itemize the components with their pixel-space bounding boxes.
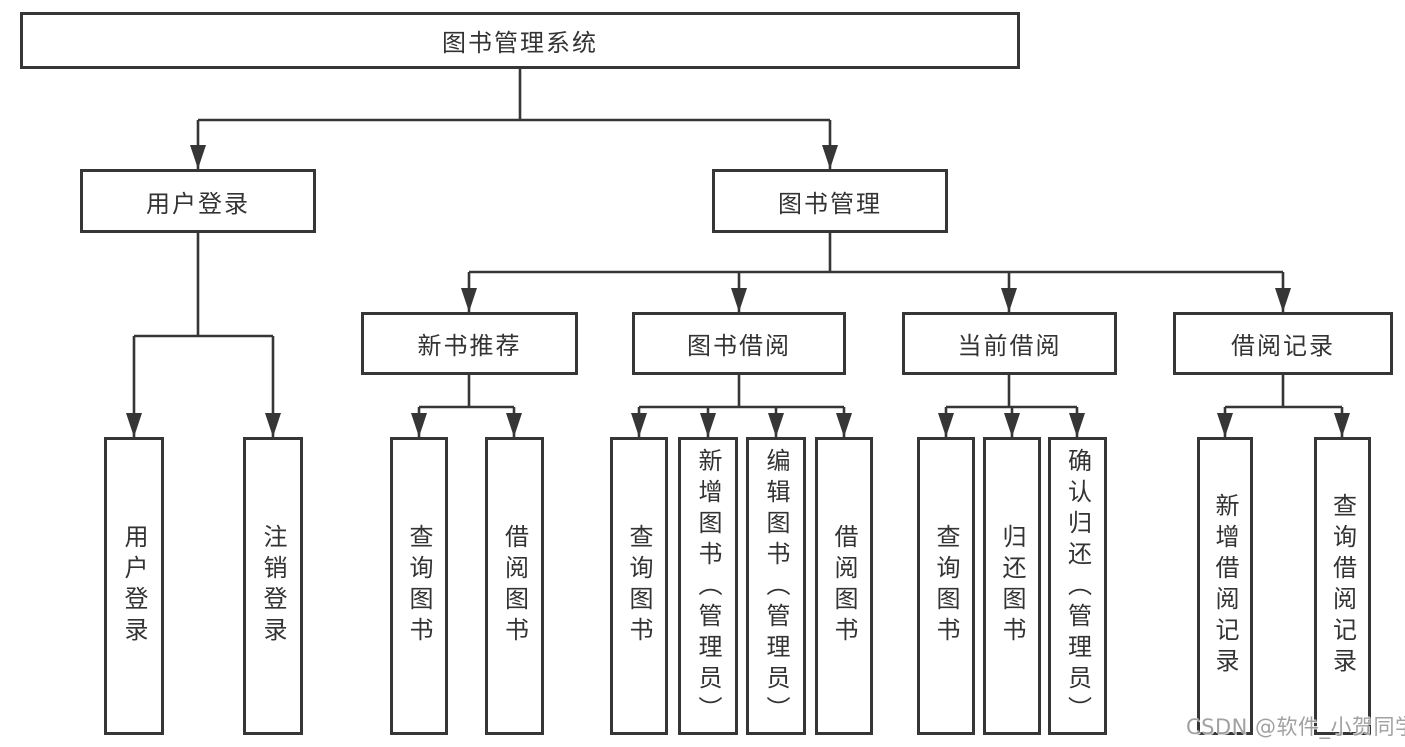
- connector-user-login-children: [126, 233, 281, 437]
- leaf-current-confirm-return-admin: 确认归还（管理员）: [1048, 437, 1107, 735]
- leaf-current-query-books: 查询图书: [917, 437, 975, 735]
- connector-new-book-recommend-children: [411, 375, 522, 437]
- node-new-book-recommend: 新书推荐: [361, 312, 578, 375]
- leaf-newrec-query-books: 查询图书: [390, 437, 448, 735]
- node-book-management: 图书管理: [712, 169, 948, 233]
- leaf-borrow-add-books-admin: 新增图书（管理员）: [678, 437, 738, 735]
- leaf-borrow-query-books: 查询图书: [610, 437, 668, 735]
- node-borrow-records: 借阅记录: [1173, 312, 1393, 375]
- connector-current-borrow-children: [938, 375, 1085, 437]
- connector-book-management-children: [461, 233, 1291, 312]
- leaf-borrow-borrow-books: 借阅图书: [815, 437, 873, 735]
- leaf-current-return-books: 归还图书: [983, 437, 1041, 735]
- watermark: CSDN @软件_小贺同学: [1186, 715, 1405, 739]
- leaf-records-query-borrow-record: 查询借阅记录: [1314, 437, 1371, 735]
- leaf-newrec-borrow-books: 借阅图书: [485, 437, 544, 735]
- connector-book-borrow-children: [631, 375, 852, 437]
- leaf-borrow-edit-books-admin: 编辑图书（管理员）: [746, 437, 806, 735]
- leaf-user-login: 用户登录: [104, 437, 164, 735]
- node-user-login: 用户登录: [80, 169, 316, 233]
- node-current-borrow: 当前借阅: [902, 312, 1117, 375]
- node-book-borrow: 图书借阅: [632, 312, 846, 375]
- leaf-records-add-borrow-record: 新增借阅记录: [1197, 437, 1253, 735]
- leaf-logout: 注销登录: [243, 437, 303, 735]
- connector-root-to-level2: [190, 69, 838, 169]
- connector-borrow-records-children: [1217, 375, 1350, 437]
- node-root: 图书管理系统: [20, 12, 1020, 69]
